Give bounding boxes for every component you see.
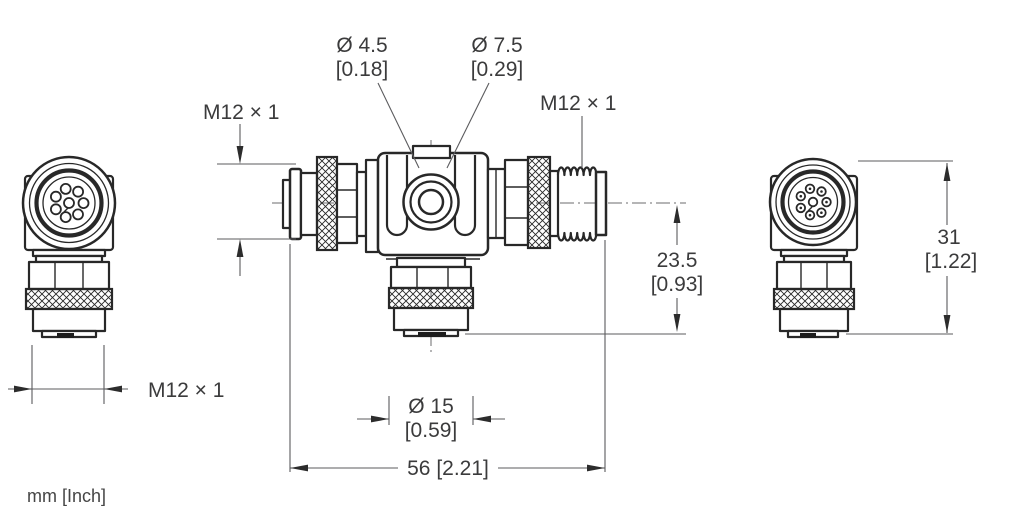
right-coupling-hex xyxy=(503,158,530,247)
keyway-mark xyxy=(63,207,69,213)
dim-center-left-thread: M12 × 1 xyxy=(203,101,296,276)
male-thread xyxy=(556,166,598,242)
dim-center-height: 23.5 [0.93] xyxy=(465,205,704,335)
bottom-knurled-ring xyxy=(387,286,475,310)
dim-label-center-height-mm: 23.5 xyxy=(657,249,698,272)
dim-label-right-height-mm: 31 xyxy=(937,226,960,249)
body-left-flange xyxy=(364,158,380,254)
right-coupling-knurl xyxy=(526,155,552,250)
dim-hole-large: Ø 7.5 [0.29] xyxy=(446,34,524,169)
side-view xyxy=(272,140,686,352)
right-view-hex-nut xyxy=(775,260,853,291)
male-thread-tip xyxy=(594,170,608,237)
units-note: mm [Inch] xyxy=(27,486,106,506)
right-coupling xyxy=(486,155,608,250)
dim-label-hole-large-inch: [0.29] xyxy=(471,58,524,81)
leader-hole-small xyxy=(377,82,420,169)
dim-center-right-thread: M12 × 1 xyxy=(540,92,616,168)
body-slot-right xyxy=(453,155,477,237)
left-end-view xyxy=(21,155,117,339)
right-view-body-cylinder xyxy=(778,307,850,333)
left-view-knurled-ring xyxy=(24,287,114,311)
body-top-notch xyxy=(411,144,452,160)
dim-label-center-left-thread: M12 × 1 xyxy=(203,101,279,124)
body-slot-left xyxy=(385,155,409,237)
mounting-hole-inner xyxy=(417,188,445,216)
dim-total-length: 56 [2.21] xyxy=(289,240,606,480)
dim-label-right-height-inch: [1.22] xyxy=(925,250,978,273)
leader-hole-large xyxy=(446,82,490,169)
dim-label-bottom-dia-mm: Ø 15 xyxy=(408,395,454,418)
bottom-cylinder xyxy=(392,306,470,332)
keyway-mark xyxy=(807,206,813,212)
center-body xyxy=(376,144,490,260)
left-coupling-knurl xyxy=(315,155,339,252)
bottom-coupling xyxy=(387,256,475,338)
dim-label-bottom-dia-inch: [0.59] xyxy=(405,419,458,442)
dim-bottom-diameter: Ø 15 [0.59] xyxy=(357,395,505,442)
left-view-pin-holes xyxy=(50,182,90,224)
bottom-collar xyxy=(395,256,467,269)
left-coupling-nut xyxy=(281,155,380,254)
dim-label-left-view-thread: M12 × 1 xyxy=(148,379,224,402)
left-view-socket-ring xyxy=(34,168,104,238)
dim-label-hole-small-inch: [0.18] xyxy=(336,58,389,81)
right-view-socket-ring xyxy=(780,169,846,235)
dim-right-view-height: 31 [1.22] xyxy=(846,160,978,335)
left-view-hex-nut xyxy=(27,260,111,291)
left-coupling-hex xyxy=(335,162,359,245)
right-view-knurled-ring xyxy=(772,287,856,311)
right-end-view xyxy=(768,157,859,339)
dim-label-center-height-inch: [0.93] xyxy=(651,273,704,296)
left-view-body-cylinder xyxy=(31,307,107,333)
right-view-pins xyxy=(795,183,832,221)
dim-label-total-length: 56 [2.21] xyxy=(407,457,489,480)
dim-label-center-right-thread: M12 × 1 xyxy=(540,92,616,115)
dim-label-hole-small-mm: Ø 4.5 xyxy=(336,34,387,57)
dim-left-view-thread: M12 × 1 xyxy=(8,345,224,404)
bottom-hex-nut xyxy=(389,265,473,290)
dim-label-hole-large-mm: Ø 7.5 xyxy=(471,34,522,57)
dim-hole-small: Ø 4.5 [0.18] xyxy=(336,34,420,169)
